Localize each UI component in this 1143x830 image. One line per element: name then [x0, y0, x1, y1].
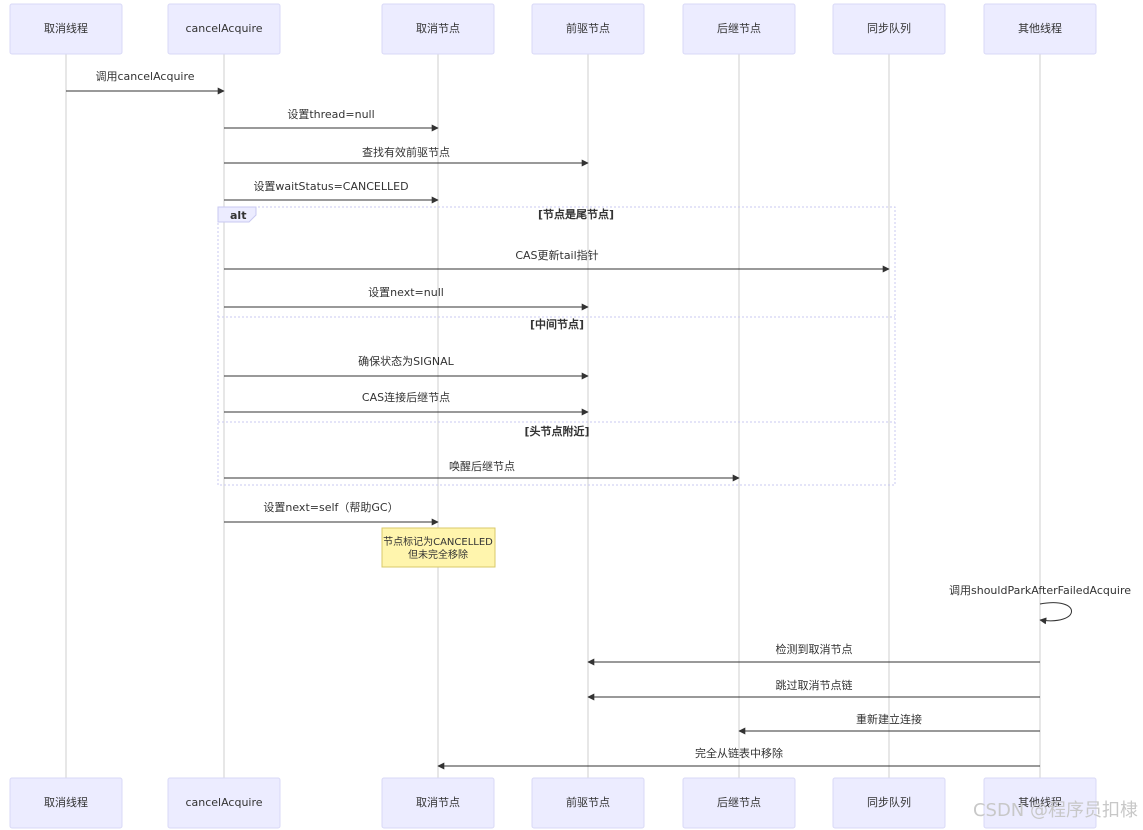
svg-text:设置next=self（帮助GC）: 设置next=self（帮助GC） — [263, 500, 398, 514]
actor-label: 其他线程 — [1018, 795, 1062, 809]
lifelines — [65, 54, 1041, 778]
actor-cancel-node: 取消节点 — [381, 3, 495, 55]
actor-pred-node: 前驱节点 — [531, 3, 645, 55]
message-call-should-park: 调用shouldParkAfterFailedAcquire — [949, 584, 1131, 625]
actor-other-thread-bottom: 其他线程 — [983, 777, 1097, 829]
actor-cancel-node-bottom: 取消节点 — [381, 777, 495, 829]
alt-section-middle: [中间节点] — [530, 317, 584, 331]
actor-label: 同步队列 — [867, 795, 911, 809]
actor-label: cancelAcquire — [185, 796, 262, 809]
svg-text:CAS连接后继节点: CAS连接后继节点 — [362, 391, 450, 404]
message-ensure-signal: 确保状态为SIGNAL — [224, 354, 589, 380]
actors-top: 取消线程 cancelAcquire 取消节点 前驱节点 后继节点 同步队列 其… — [9, 3, 1097, 55]
message-set-next-self: 设置next=self（帮助GC） — [224, 500, 439, 526]
actor-label: 取消节点 — [416, 21, 460, 35]
svg-text:完全从链表中移除: 完全从链表中移除 — [695, 746, 783, 760]
svg-text:检测到取消节点: 检测到取消节点 — [776, 642, 853, 656]
svg-text:设置waitStatus=CANCELLED: 设置waitStatus=CANCELLED — [253, 180, 408, 193]
svg-text:重新建立连接: 重新建立连接 — [856, 712, 922, 726]
alt-frame: alt [节点是尾节点] [中间节点] [头节点附近] — [217, 206, 896, 486]
actor-label: 其他线程 — [1018, 21, 1062, 35]
svg-text:设置next=null: 设置next=null — [368, 286, 444, 299]
message-set-next-null: 设置next=null — [224, 286, 589, 311]
actor-label: 后继节点 — [717, 796, 761, 809]
svg-text:跳过取消节点链: 跳过取消节点链 — [776, 678, 853, 692]
message-remove-from-list: 完全从链表中移除 — [437, 746, 1040, 770]
message-set-thread-null: 设置thread=null — [224, 108, 439, 132]
svg-text:设置thread=null: 设置thread=null — [287, 108, 374, 121]
actor-pred-node-bottom: 前驱节点 — [531, 777, 645, 829]
actor-cancel-acquire: cancelAcquire — [167, 3, 281, 55]
actor-label: 取消节点 — [416, 795, 460, 809]
actor-sync-queue: 同步队列 — [832, 3, 946, 55]
message-detect-cancelled: 检测到取消节点 — [587, 642, 1040, 666]
message-call-cancel-acquire: 调用cancelAcquire — [66, 70, 225, 95]
alt-label-box — [217, 206, 257, 223]
message-wake-succ: 唤醒后继节点 — [224, 459, 740, 482]
alt-keyword: alt — [230, 209, 246, 222]
note-cancelled-node: 节点标记为CANCELLED 但未完全移除 — [381, 527, 496, 568]
actor-succ-node-bottom: 后继节点 — [682, 777, 796, 829]
watermark: CSDN @程序员扣棣 — [973, 800, 1138, 821]
svg-text:调用shouldParkAfterFailedAcquire: 调用shouldParkAfterFailedAcquire — [949, 584, 1131, 597]
actor-other-thread: 其他线程 — [983, 3, 1097, 55]
actors-bottom: 取消线程 cancelAcquire 取消节点 前驱节点 后继节点 同步队列 其… — [9, 777, 1097, 829]
actor-label: 前驱节点 — [566, 21, 610, 35]
actor-label: 前驱节点 — [566, 795, 610, 809]
svg-text:查找有效前驱节点: 查找有效前驱节点 — [362, 145, 450, 159]
actor-label: 后继节点 — [717, 22, 761, 35]
actor-succ-node: 后继节点 — [682, 3, 796, 55]
alt-section-head: [头节点附近] — [524, 424, 589, 438]
actor-cancel-acquire-bottom: cancelAcquire — [167, 777, 281, 829]
note-box — [381, 527, 496, 568]
messages: 调用cancelAcquire 设置thread=null 查找有效前驱节点 设… — [66, 70, 1131, 770]
svg-text:唤醒后继节点: 唤醒后继节点 — [449, 459, 515, 473]
message-cas-update-tail: CAS更新tail指针 — [224, 248, 890, 273]
svg-text:确保状态为SIGNAL: 确保状态为SIGNAL — [358, 354, 455, 368]
actor-label: 取消线程 — [44, 21, 88, 35]
alt-frame-border — [217, 206, 896, 486]
svg-text:CAS更新tail指针: CAS更新tail指针 — [515, 248, 598, 262]
note-line-1: 节点标记为CANCELLED — [383, 536, 493, 548]
actor-cancel-thread-bottom: 取消线程 — [9, 777, 123, 829]
alt-section-tail: [节点是尾节点] — [538, 207, 614, 221]
actor-label: 取消线程 — [44, 795, 88, 809]
message-relink: 重新建立连接 — [738, 712, 1040, 735]
actor-label: cancelAcquire — [185, 22, 262, 35]
note-line-2: 但未完全移除 — [408, 548, 468, 561]
message-find-valid-pred: 查找有效前驱节点 — [224, 145, 589, 167]
message-set-wait-status: 设置waitStatus=CANCELLED — [224, 180, 439, 204]
actor-sync-queue-bottom: 同步队列 — [832, 777, 946, 829]
message-cas-link-succ: CAS连接后继节点 — [224, 391, 589, 416]
actor-label: 同步队列 — [867, 21, 911, 35]
svg-text:调用cancelAcquire: 调用cancelAcquire — [95, 70, 194, 83]
actor-cancel-thread: 取消线程 — [9, 3, 123, 55]
message-skip-cancelled-chain: 跳过取消节点链 — [587, 678, 1040, 701]
